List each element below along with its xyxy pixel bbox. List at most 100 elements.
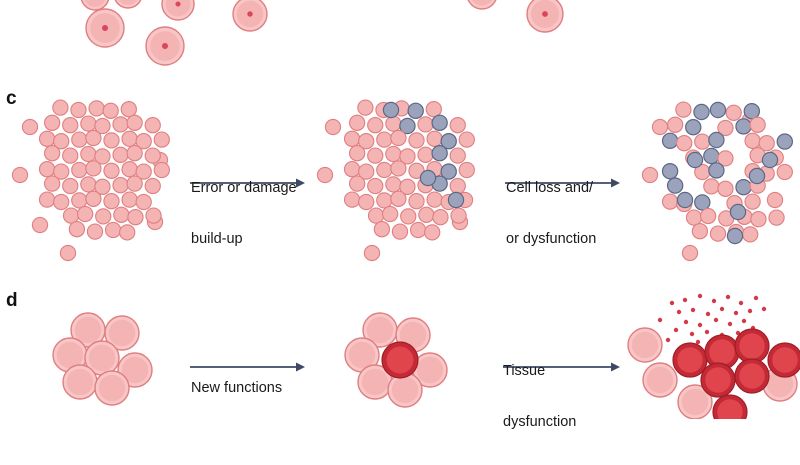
secreted-factor-icon <box>697 293 703 299</box>
nucleus-icon <box>101 24 109 32</box>
cell-icon <box>113 206 130 223</box>
cell-icon <box>127 209 144 226</box>
arrow-label-error-damage: Error or damage build-up <box>191 146 297 282</box>
cell-cytoplasm <box>66 368 94 396</box>
cell-icon <box>758 135 775 152</box>
nucleus-icon <box>175 1 181 7</box>
cell-icon <box>694 133 711 150</box>
cell-icon <box>417 146 434 163</box>
damaged-cell-icon <box>431 114 448 132</box>
damaged-cell-icon <box>726 227 744 245</box>
cell-icon <box>86 223 104 240</box>
cell-icon <box>358 133 375 150</box>
damaged-cell-icon <box>708 131 725 149</box>
cell-icon <box>385 115 402 132</box>
nucleus-icon <box>247 11 253 17</box>
cell-icon <box>121 161 138 178</box>
cell-icon <box>432 209 449 226</box>
damaged-cell-icon <box>685 118 702 136</box>
cell-icon <box>11 166 29 184</box>
arrow-label-line: Cell loss and/ <box>506 180 594 196</box>
cell-cytoplasm <box>118 0 138 5</box>
cell-icon <box>121 130 138 147</box>
cell-icon <box>44 175 61 192</box>
cell-icon <box>88 100 105 117</box>
cell-icon <box>409 221 427 239</box>
cell-icon <box>85 190 102 207</box>
cell-icon <box>417 116 434 133</box>
cell-icon <box>21 118 39 136</box>
arrow-label-tissue-dysfunction: Tissue dysfunction <box>503 329 576 465</box>
secreted-factor-icon <box>690 307 696 313</box>
red-cell-cytoplasm <box>772 347 798 373</box>
cell-icon <box>390 129 407 147</box>
cell-icon <box>667 116 684 133</box>
cell-cytoplasm <box>471 0 493 6</box>
cell-icon <box>343 191 361 208</box>
secreted-factor-icon <box>727 321 733 327</box>
damaged-cell-icon <box>761 151 779 169</box>
damaged-cell-icon <box>686 151 704 169</box>
cell-icon <box>376 131 393 148</box>
secreted-factor-icon <box>741 318 747 324</box>
cell-cytoplasm <box>391 376 419 404</box>
cell-icon <box>742 226 759 243</box>
cell-icon <box>31 216 49 234</box>
cell-icon <box>104 221 122 239</box>
cell-icon <box>103 193 120 210</box>
cell-icon <box>424 224 441 241</box>
arrow-label-line: Tissue <box>503 363 546 379</box>
arrow-label-cell-loss: Cell loss and/ or dysfunction <box>506 146 596 282</box>
cell-icon <box>135 163 152 180</box>
cell-cytoplasm <box>84 0 106 7</box>
secreted-factor-icon <box>747 308 753 314</box>
cell-icon <box>38 130 56 147</box>
damaged-cell-icon <box>440 132 457 150</box>
cell-icon <box>661 193 679 210</box>
cell-icon <box>744 193 761 210</box>
panel-label-c: c <box>6 88 17 109</box>
cell-icon <box>80 115 97 132</box>
cell-icon <box>399 148 416 165</box>
damaged-cell-icon <box>666 177 684 194</box>
cell-icon <box>749 116 766 133</box>
cell-icon <box>112 146 129 163</box>
figure-stage: c d Error or damage build-up Cell loss a… <box>6 0 800 430</box>
cell-icon <box>62 147 79 164</box>
cell-icon <box>400 208 417 225</box>
arrow-label-new-functions: New functions <box>191 346 282 431</box>
damaged-cell-icon <box>382 101 400 119</box>
damaged-cell-icon <box>693 103 710 121</box>
cell-cytoplasm <box>366 316 394 344</box>
damaged-cell-icon <box>694 194 711 211</box>
cell-cytoplasm <box>165 0 191 17</box>
cell-icon <box>681 244 699 262</box>
cell-cytoplasm <box>646 366 674 394</box>
secreted-factor-icon <box>697 322 703 328</box>
cell-icon <box>348 175 366 192</box>
cell-icon <box>94 178 111 195</box>
cell-icon <box>425 101 442 118</box>
cell-icon <box>426 191 443 208</box>
secreted-factor-icon <box>682 297 688 303</box>
secreted-factor-icon <box>689 331 695 337</box>
damaged-cell-icon <box>743 102 761 120</box>
cell-icon <box>367 147 384 164</box>
cell-icon <box>691 223 709 240</box>
cell-icon <box>391 223 409 240</box>
arrow-head-icon <box>296 178 305 188</box>
cell-icon <box>324 118 342 136</box>
cell-icon <box>766 191 784 209</box>
cell-icon <box>373 221 391 238</box>
cell-icon <box>59 244 77 262</box>
cell-icon <box>52 99 69 116</box>
secreted-factor-icon <box>676 309 682 315</box>
nucleus-icon <box>542 11 548 17</box>
damaged-cell-icon <box>431 144 448 162</box>
cell-cytoplasm <box>88 344 116 372</box>
cell-icon <box>676 135 693 152</box>
cell-icon <box>381 205 399 223</box>
damaged-cell-icon <box>440 163 457 180</box>
damaged-cell-icon <box>703 147 720 165</box>
red-cell-cytoplasm <box>386 346 414 374</box>
